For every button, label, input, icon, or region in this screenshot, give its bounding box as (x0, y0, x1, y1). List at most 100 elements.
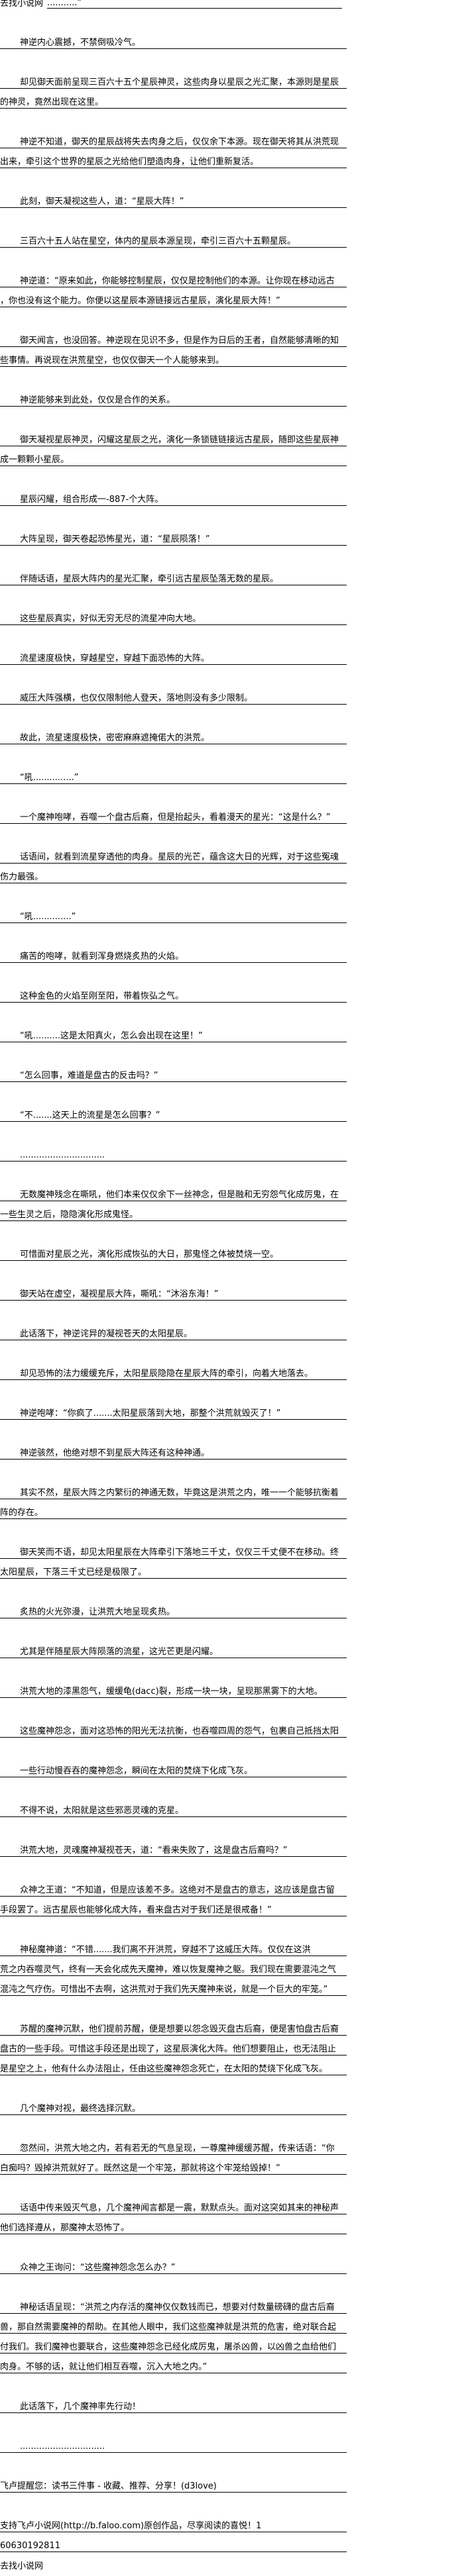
paragraph: 御天凝视星辰神灵，闪耀这星辰之光，演化一条锁链链接远古星辰，随即这些星辰神成一颗… (0, 426, 347, 466)
header-ellipsis: ...........” (47, 0, 343, 9)
text-line: ............................... (0, 2433, 347, 2453)
paragraph: 神逆骇然，他绝对想不到星辰大阵还有这种神通。 (0, 1440, 347, 1460)
paragraph: 众神之王询问：“这些魔神怨念怎么办？” (0, 2254, 347, 2274)
paragraph: 御天闻言，也没回答。神逆现在见识不多，但是作为日后的王者，自然能够清晰的知些事情… (0, 327, 347, 367)
text-line: 神逆咆哮：“你疯了.......太阳星辰落到大地，那整个洪荒就毁灭了！” (0, 1400, 347, 1420)
paragraph: 痛苦的咆哮，就看到浑身燃烧炙热的火焰。 (0, 943, 347, 963)
paragraph: 神逆道：“原来如此，你能够控制星辰，仅仅是控制他们的本源。让你现在移动远古，你也… (0, 268, 347, 307)
paragraph: 大阵呈现，御天卷起恐怖星光，道：“星辰陨落！” (0, 526, 347, 546)
paragraph: 这种金色的火焰至刚至阳，带着恢弘之气。 (0, 983, 347, 1003)
text-line: 一些生灵之后，隐隐演化形成鬼怪。 (0, 1201, 347, 1221)
paragraph: 一些行动慢吞吞的魔神怨念，瞬间在太阳的焚烧下化成飞灰。 (0, 1758, 347, 1777)
paragraph: “吼..........这是太阳真火，怎么会出现在这里！” (0, 1022, 347, 1042)
paragraph: 威压大阵强横，也仅仅限制他人登天，落地则没有多少限制。 (0, 685, 347, 705)
paragraph: ............................... (0, 2433, 347, 2453)
paragraph: 炙热的火光弥漫，让洪荒大地呈现炙热。 (0, 1599, 347, 1618)
text-line: 白痴吗？毁掉洪荒就好了。既然这是一个牢笼，那就将这个牢笼给毁掉！” (0, 2155, 347, 2175)
text-line: 威压大阵强横，也仅仅限制他人登天，落地则没有多少限制。 (0, 685, 347, 705)
paragraph: 此刻，御天凝视这些人，道：“星辰大阵！” (0, 188, 347, 208)
text-line: 成一颗颗小星辰。 (0, 446, 347, 466)
text-line: 却见恐怖的法力缓缓充斥，太阳星辰隐隐在星辰大阵的牵引，向着大地落去。 (0, 1360, 347, 1380)
text-line: 这些星辰真实，好似无穷无尽的流星冲向大地。 (0, 605, 347, 625)
text-line: 些事情。再说现在洪荒星空，也仅仅御天一个人能够来到。 (0, 347, 347, 367)
text-line: 忽然间，洪荒大地之内，若有若无的气息呈现，一尊魔神缓缓苏醒，传来话语：“你 (0, 2135, 347, 2155)
text-line: 神逆骇然，他绝对想不到星辰大阵还有这种神通。 (0, 1440, 347, 1460)
paragraph: 神秘话语呈现：“洪荒之内存活的魔神仅仅数钱而已，想要对付数量磅礴的盘古后裔兽，那… (0, 2294, 347, 2373)
paragraph: 洪荒大地的漆黑怨气，缓缓龟(dacc)裂，形成一块一块，呈现那黑雾下的大地。 (0, 1678, 347, 1698)
paragraph: 忽然间，洪荒大地之内，若有若无的气息呈现，一尊魔神缓缓苏醒，传来话语：“你白痴吗… (0, 2135, 347, 2175)
text-line: 出来，牵引这个世界的星辰之光给他们塑造肉身，让他们重新复活。 (0, 148, 347, 168)
paragraph: 此话落下，几个魔神率先行动！ (0, 2393, 347, 2413)
text-line: 神逆内心震撼，不禁倒吸冷气。 (0, 29, 347, 49)
paragraph: 不得不说，太阳就是这些邪恶灵魂的克星。 (0, 1797, 347, 1817)
text-line: 神秘魔神道：“不错.......我们离不开洪荒，穿越不了这威压大阵。仅仅在这洪 (0, 1936, 347, 1956)
paragraph: 这些魔神怨念，面对这恐怖的阳光无法抗衡，也吞噬四周的怨气，包裹自己抵挡太阳 (0, 1718, 347, 1738)
paragraph: 故此，流星速度极快，密密麻麻遮掩偌大的洪荒。 (0, 724, 347, 744)
text-line: 伤力最强。 (0, 864, 347, 883)
text-line: 炙热的火光弥漫，让洪荒大地呈现炙热。 (0, 1599, 347, 1618)
paragraph: 伴随话语，星辰大阵内的星光汇聚，牵引远古星辰坠落无数的星辰。 (0, 566, 347, 585)
paragraph: 支持飞卢小说网(http://b.faloo.com)原创作品，尽享阅读的喜悦！… (0, 2512, 347, 2552)
text-line: 众神之王道：“不知道，但是应该差不多。这绝对不是盘古的意志，这应该是盘古留 (0, 1877, 347, 1897)
text-line: 混沌之气疗伤。可惜出不去啊，这洪荒对于我们先天魔神来说，就是一个巨大的牢笼。” (0, 1976, 347, 1996)
text-line: “吼..............” (0, 903, 347, 923)
text-line: 大阵呈现，御天卷起恐怖星光，道：“星辰陨落！” (0, 526, 347, 546)
paragraph: 尤其是伴随星辰大阵陨落的流星，这光芒更是闪耀。 (0, 1638, 347, 1658)
paragraph: 苏醒的魔神沉默，他们提前苏醒，便是想要以怨念毁灭盘古后裔，便是害怕盘古后裔盘古的… (0, 2016, 347, 2075)
text-line: 御天闻言，也没回答。神逆现在见识不多，但是作为日后的王者，自然能够清晰的知 (0, 327, 347, 347)
paragraph: 御天笑而不语，却见太阳星辰在大阵牵引下落地三千丈，仅仅三千丈便不在移动。终太阳星… (0, 1539, 347, 1579)
text-line: 御天站在虚空，凝视星辰大阵，嘶吼：“沐浴东海！” (0, 1281, 347, 1301)
text-line: 洪荒大地，灵魂魔神凝视苍天，道：“看来失败了，这是盘古后裔吗？” (0, 1837, 347, 1857)
text-line: 御天笑而不语，却见太阳星辰在大阵牵引下落地三千丈，仅仅三千丈便不在移动。终 (0, 1539, 347, 1559)
text-line: 尤其是伴随星辰大阵陨落的流星，这光芒更是闪耀。 (0, 1638, 347, 1658)
paragraph: “不.......这天上的流星是怎么回事？” (0, 1102, 347, 1122)
text-line: 其实不然，星辰大阵之内繁衍的神通无数，毕竟这是洪荒之内，唯一一个能够抗衡着 (0, 1479, 347, 1499)
paragraph: 无数魔神残念在嘶吼，他们本来仅仅余下一丝神念，但是融和无穷怨气化成厉鬼，在一些生… (0, 1181, 347, 1221)
text-line: “不.......这天上的流星是怎么回事？” (0, 1102, 347, 1122)
text-line: “怎么回事，难道是盘古的反击吗？” (0, 1062, 347, 1082)
paragraph: 可惜面对星辰之光，演化形成恢弘的大日，那鬼怪之体被焚烧一空。 (0, 1241, 347, 1261)
text-line: 星辰闪耀，组合形成一-887-个大阵。 (0, 486, 347, 506)
text-line: 的神灵，竟然出现在这里。 (0, 89, 347, 109)
paragraph: 流星速度极快，穿越星空，穿越下面恐怖的大阵。 (0, 645, 347, 665)
text-line: 肉身。不够的话，就让他们相互吞噬，沉入大地之内。” (0, 2353, 347, 2373)
paragraph: 神逆咆哮：“你疯了.......太阳星辰落到大地，那整个洪荒就毁灭了！” (0, 1400, 347, 1420)
site-name: 去找小说网 (0, 0, 44, 9)
text-line: 是星空之上，他有什么办法阻止，任由这些魔神怨念死亡，在太阳的焚烧下化成飞灰。 (0, 2056, 347, 2075)
paragraph: 这些星辰真实，好似无穷无尽的流星冲向大地。 (0, 605, 347, 625)
text-line: 兽，那自然需要魔神的帮助。在其他人眼中，我们这些魔神就是洪荒的危害，绝对联合起 (0, 2314, 347, 2334)
chapter-body: 神逆内心震撼，不禁倒吸冷气。却见御天面前呈现三百六十五个星辰神灵，这些肉身以星辰… (0, 29, 347, 2552)
paragraph: 一个魔神咆哮，吞噬一个盘古后裔，但是抬起头，看着漫天的星光：“这是什么？” (0, 804, 347, 824)
paragraph: 神逆内心震撼，不禁倒吸冷气。 (0, 29, 347, 49)
text-line: 痛苦的咆哮，就看到浑身燃烧炙热的火焰。 (0, 943, 347, 963)
paragraph: 神逆不知道，御天的星辰战将失去肉身之后，仅仅余下本源。现在御天将其从洪荒现出来，… (0, 128, 347, 168)
paragraph: 话语间，就看到流星穿透他的肉身。星辰的光芒，蕴含这大日的光辉，对于这些冤魂伤力最… (0, 844, 347, 883)
text-line: 却见御天面前呈现三百六十五个星辰神灵，这些肉身以星辰之光汇聚，本源则是星辰 (0, 69, 347, 89)
text-line: 手段罢了。远古星辰也能够化成大阵，看来盘古对于我们还是很戒备！” (0, 1897, 347, 1916)
text-line: 可惜面对星辰之光，演化形成恢弘的大日，那鬼怪之体被焚烧一空。 (0, 1241, 347, 1261)
text-line: 支持飞卢小说网(http://b.faloo.com)原创作品，尽享阅读的喜悦！… (0, 2512, 347, 2532)
text-line: 荒之内吞噬灵气，终有一天会化成先天魔神，难以恢复魔神之躯。我们现在需要混沌之气 (0, 1956, 347, 1976)
paragraph: 洪荒大地，灵魂魔神凝视苍天，道：“看来失败了，这是盘古后裔吗？” (0, 1837, 347, 1857)
paragraph: “吼..............” (0, 903, 347, 923)
text-line: ............................... (0, 1142, 347, 1162)
paragraph: 三百六十五人站在星空，体内的星辰本源呈现，牵引三百六十五颗星辰。 (0, 228, 347, 248)
text-line: 御天凝视星辰神灵，闪耀这星辰之光，演化一条锁链链接远古星辰，随即这些星辰神 (0, 426, 347, 446)
text-line: 故此，流星速度极快，密密麻麻遮掩偌大的洪荒。 (0, 724, 347, 744)
text-line: ，你也没有这个能力。你便以这星辰本源链接远古星辰，演化星辰大阵！” (0, 287, 347, 307)
text-line: 神逆不知道，御天的星辰战将失去肉身之后，仅仅余下本源。现在御天将其从洪荒现 (0, 128, 347, 148)
text-line: 太阳星辰，下落三千丈已经是极限了。 (0, 1559, 347, 1579)
text-line: “吼..........这是太阳真火，怎么会出现在这里！” (0, 1022, 347, 1042)
text-line: 这种金色的火焰至刚至阳，带着恢弘之气。 (0, 983, 347, 1003)
text-line: 话语间，就看到流星穿透他的肉身。星辰的光芒，蕴含这大日的光辉，对于这些冤魂 (0, 844, 347, 864)
text-line: 付我们。我们魔神也要联合，这些魔神怨念已经化成厉鬼，屠杀凶兽，以凶兽之血给他们 (0, 2334, 347, 2353)
text-line: 阵的存在。 (0, 1499, 347, 1519)
text-line: 众神之王询问：“这些魔神怨念怎么办？” (0, 2254, 347, 2274)
paragraph: 几个魔神对视，最终选择沉默。 (0, 2095, 347, 2115)
paragraph: 星辰闪耀，组合形成一-887-个大阵。 (0, 486, 347, 506)
paragraph: 其实不然，星辰大阵之内繁衍的神通无数，毕竟这是洪荒之内，唯一一个能够抗衡着阵的存… (0, 1479, 347, 1519)
text-line: 洪荒大地的漆黑怨气，缓缓龟(dacc)裂，形成一块一块，呈现那黑雾下的大地。 (0, 1678, 347, 1698)
text-line: 一个魔神咆哮，吞噬一个盘古后裔，但是抬起头，看着漫天的星光：“这是什么？” (0, 804, 347, 824)
document-page: 去找小说网 ...........” 神逆内心震撼，不禁倒吸冷气。却见御天面前呈… (0, 0, 347, 2571)
paragraph: “怎么回事，难道是盘古的反击吗？” (0, 1062, 347, 1082)
